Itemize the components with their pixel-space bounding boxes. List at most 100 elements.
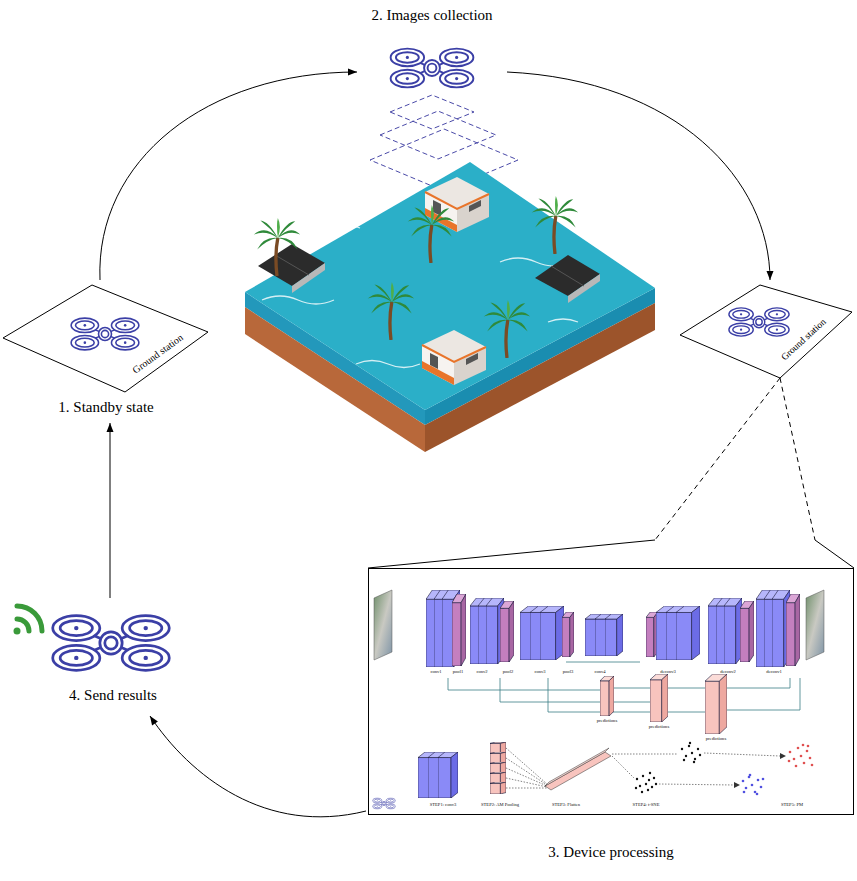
station-outline <box>3 285 208 392</box>
flooded-island <box>425 192 489 209</box>
flooded-island <box>254 218 300 276</box>
segmentation-network <box>548 678 705 712</box>
clustering-pipeline <box>636 778 638 780</box>
stage-label: 3. Device processing <box>548 843 673 861</box>
clustering-pipeline <box>795 765 798 768</box>
clustering-pipeline <box>635 787 637 789</box>
clustering-pipeline <box>699 754 701 756</box>
clustering-pipeline <box>635 742 701 793</box>
flooded-island <box>245 162 655 452</box>
clustering-pipeline <box>490 782 506 794</box>
clustering-pipeline <box>545 752 611 790</box>
segmentation-network <box>562 612 574 657</box>
flooded-island <box>275 255 309 275</box>
clustering-pipeline <box>809 757 812 760</box>
clustering-pipeline <box>645 783 647 785</box>
stage-label: 4. Send results <box>69 686 157 704</box>
drone-icon <box>71 318 139 350</box>
drone-stage: 2. Images collection <box>357 2 507 100</box>
clustering-pipeline <box>694 758 696 760</box>
ground-station: Ground station <box>676 280 854 384</box>
connector-line <box>100 72 357 280</box>
layer-label: conv2 <box>476 670 487 675</box>
flooded-island <box>484 300 530 358</box>
drone-icon <box>53 616 170 671</box>
layer-label: predictions <box>597 719 617 724</box>
clustering-pipeline <box>760 786 763 789</box>
clustering-pipeline <box>754 791 757 794</box>
clustering-pipeline <box>659 784 734 785</box>
flooded-island <box>457 194 489 232</box>
clustering-pipeline <box>641 791 643 793</box>
segmentation-network <box>566 662 640 663</box>
clustering-pipeline <box>506 778 547 787</box>
connector-line <box>110 423 111 598</box>
segmentation-network <box>676 606 700 660</box>
stage-label: 1. Standby state <box>58 398 153 416</box>
clustering-pipeline <box>811 764 814 767</box>
clustering-pipeline <box>506 788 547 789</box>
flooded-island <box>368 282 414 340</box>
clustering-pipeline <box>742 774 765 796</box>
arrow-head <box>150 716 158 725</box>
segmentation-network <box>448 678 600 690</box>
clustering-pipeline <box>742 780 745 783</box>
clustering-pipeline <box>612 756 634 778</box>
clustering-pipeline <box>689 742 691 744</box>
clustering-pipeline <box>688 745 690 747</box>
clustering-pipeline <box>506 758 547 785</box>
layer-label: deconv3 <box>660 670 676 675</box>
clustering-pipeline <box>653 777 655 779</box>
clustering-pipeline <box>762 778 765 781</box>
layer-label: deconv2 <box>720 670 736 675</box>
flooded-island <box>425 177 489 232</box>
clustering-pipeline <box>802 744 805 747</box>
layer-label: deconv1 <box>766 670 782 675</box>
clustering-pipeline <box>651 786 653 788</box>
flooded-island <box>422 345 486 362</box>
arrow-head <box>767 271 774 280</box>
clustering-pipeline <box>757 779 760 782</box>
clustering-pipeline <box>788 760 791 763</box>
segmentation-network <box>500 601 514 662</box>
drone-stage: 4. Send results <box>18 598 208 716</box>
clustering-pipeline <box>788 744 814 768</box>
layer-label: STEP2: AM Pooling <box>481 803 519 808</box>
flooded-island <box>262 296 334 304</box>
clustering-pipeline <box>438 752 458 798</box>
clustering-pipeline <box>780 753 786 759</box>
clustering-pipeline <box>691 752 693 754</box>
flow-connector <box>368 378 854 568</box>
flooded-island <box>532 196 578 254</box>
flooded-island <box>258 244 325 286</box>
segmentation-network <box>786 594 800 666</box>
clustering-pipeline <box>745 787 748 790</box>
flight-footprint <box>390 95 474 129</box>
clustering-pipeline <box>681 748 683 750</box>
clustering-pipeline <box>506 748 547 784</box>
clustering-pipeline <box>756 793 759 796</box>
segmentation-network <box>540 606 564 660</box>
wifi-symbol <box>17 606 42 631</box>
layer-label: pool2 <box>503 670 513 675</box>
flooded-island <box>422 345 454 385</box>
clustering-pipeline <box>806 750 809 753</box>
node-outline <box>676 280 854 384</box>
clustering-pipeline <box>373 798 396 809</box>
clustering-pipeline <box>743 791 746 794</box>
flooded-island <box>454 347 486 385</box>
layer-label: conv3 <box>534 670 545 675</box>
segmentation-network <box>650 674 668 722</box>
segmentation-network <box>374 590 392 660</box>
segmentation-network <box>705 674 727 734</box>
layer-label: STEP5: PM <box>781 803 803 808</box>
connector-line <box>150 716 366 817</box>
clustering-pipeline <box>704 753 780 756</box>
layer-label: STEP4: t-SNE <box>633 803 660 808</box>
ground-station: Ground station1. Standby state <box>0 280 212 422</box>
arrow-head <box>348 69 357 76</box>
connector-line <box>507 72 770 280</box>
